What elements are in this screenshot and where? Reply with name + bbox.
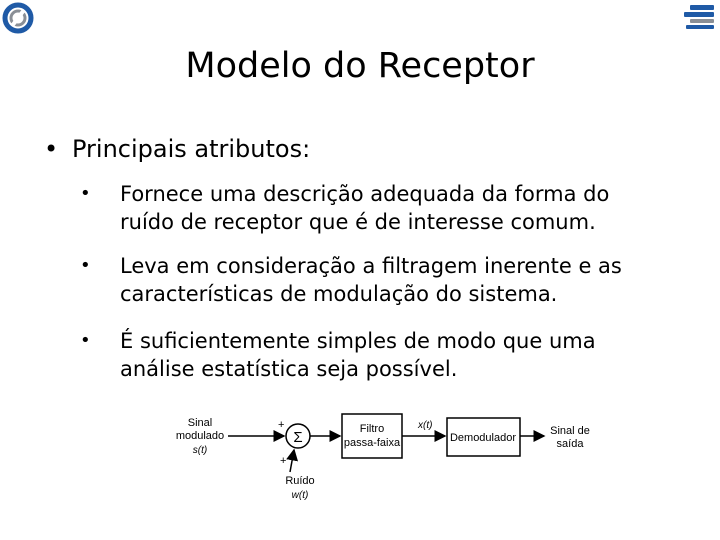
filter-label-line-1: Filtro (360, 423, 384, 435)
noise-arrow (286, 448, 299, 473)
sub-bullet-2-line-2: características de modulação do sistema. (120, 282, 558, 306)
noise-label-line-1: Ruído (285, 475, 314, 487)
sub-bullet-1-line-2: ruído de receptor que é de interesse com… (120, 210, 596, 234)
plus-top-label: + (278, 419, 284, 431)
sub-bullet-3-line-2: análise estatística seja possível. (120, 357, 458, 381)
sub-bullet-2-line-1: Leva em consideração a filtragem inerent… (120, 254, 622, 278)
noise-label-line-2: w(t) (292, 490, 309, 501)
slide-title: Modelo do Receptor (185, 46, 535, 86)
filter-label-line-2: passa-faixa (344, 437, 401, 449)
sub-bullet-3-line-1: É suficientemente simples de modo que um… (120, 329, 596, 353)
filter-output-label: x(t) (417, 420, 432, 431)
sub-bullet-1-line-1: Fornece uma descrição adequada da forma … (120, 182, 610, 206)
bullet-dot-icon: • (80, 330, 91, 351)
output-label-line-2: saída (557, 438, 585, 450)
department-logo-icon (684, 5, 714, 29)
bullet-dot-icon: • (80, 183, 91, 204)
main-bullet-text: Principais atributos: (72, 135, 311, 163)
university-logo-icon (2, 2, 34, 34)
input-label-line-1: Sinal (188, 417, 212, 429)
input-label-line-3: s(t) (193, 445, 207, 456)
receiver-block-diagram: Sinal modulado s(t) + Σ + Ruído w(t) Fil… (176, 413, 590, 501)
sum-symbol: Σ (293, 429, 302, 446)
demodulator-block (446, 417, 521, 457)
bandpass-filter-block (341, 413, 403, 459)
input-label-line-2: modulado (176, 430, 224, 442)
bullet-dot-icon: • (44, 135, 59, 163)
bullet-dot-icon: • (80, 255, 91, 276)
demodulator-label: Demodulador (450, 432, 516, 444)
plus-bottom-label: + (280, 455, 286, 467)
output-label-line-1: Sinal de (550, 425, 590, 437)
